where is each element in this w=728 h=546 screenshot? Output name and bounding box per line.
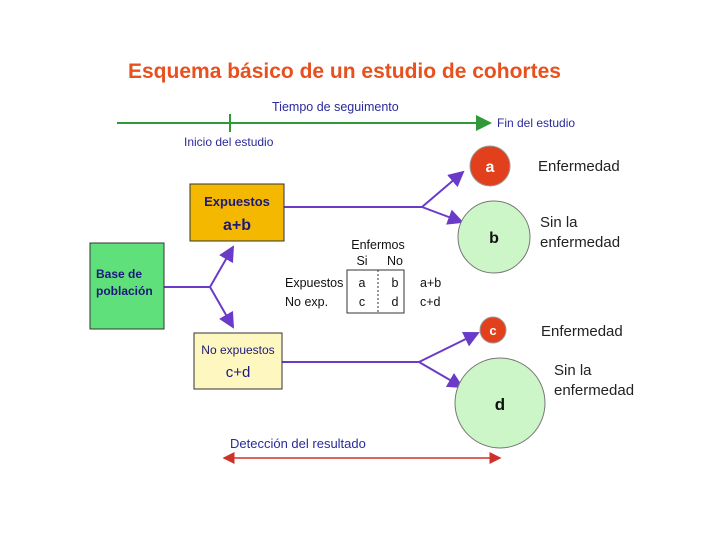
base-population-box [89, 242, 165, 330]
base-branch [164, 245, 234, 329]
table-row-label: No exp. [285, 295, 328, 309]
outcome-c-circle [479, 316, 507, 344]
outcome-d-letter: d [495, 395, 505, 414]
exposed-label: Expuestos [204, 194, 270, 209]
contingency-table: Enfermos Si No Expuestos a b a+b No exp.… [285, 238, 441, 314]
outcome-a-circle [469, 145, 511, 187]
exposed-branch [284, 170, 465, 225]
timeline-start-label: Inicio del estudio [184, 135, 274, 149]
table-row-total: a+b [420, 276, 441, 290]
table-col-yes: Si [356, 254, 367, 268]
outcome-c-letter: c [489, 323, 496, 338]
outcome-c-label: Enfermedad [541, 323, 623, 340]
outcome-b-letter: b [489, 230, 499, 247]
table-col-no: No [387, 254, 403, 268]
table-cell: b [392, 276, 399, 290]
outcome-b-label-line1: Sin la [540, 214, 578, 231]
outcome-d-label-line1: Sin la [554, 362, 592, 379]
timeline-label: Tiempo de seguimento [272, 100, 399, 114]
table-cell: a [359, 276, 366, 290]
base-population-line1: Base de [96, 267, 142, 281]
table-cell: c [359, 295, 365, 309]
outcome-b-circle [457, 200, 531, 274]
unexposed-box [193, 332, 283, 390]
outcome-d-circle [454, 357, 546, 449]
outcome-b-label-line2: enfermedad [540, 234, 620, 251]
timeline-end-label: Fin del estudio [497, 116, 575, 130]
exposed-box [189, 183, 285, 242]
detection-label: Detección del resultado [230, 436, 366, 451]
unexposed-sum: c+d [226, 364, 251, 381]
table-row-label: Expuestos [285, 276, 343, 290]
table-row-total: c+d [420, 295, 441, 309]
table-header: Enfermos [351, 238, 405, 252]
base-population-line2: población [96, 284, 153, 298]
outcome-d-label-line2: enfermedad [554, 382, 634, 399]
exposed-sum: a+b [223, 217, 251, 234]
unexposed-label: No expuestos [201, 343, 274, 357]
table-frame [346, 269, 405, 314]
table-cell: d [392, 295, 399, 309]
outcome-a-letter: a [486, 159, 495, 176]
page-title: Esquema básico de un estudio de cohortes [128, 60, 561, 83]
unexposed-branch [279, 331, 480, 389]
outcome-a-label: Enfermedad [538, 158, 620, 175]
